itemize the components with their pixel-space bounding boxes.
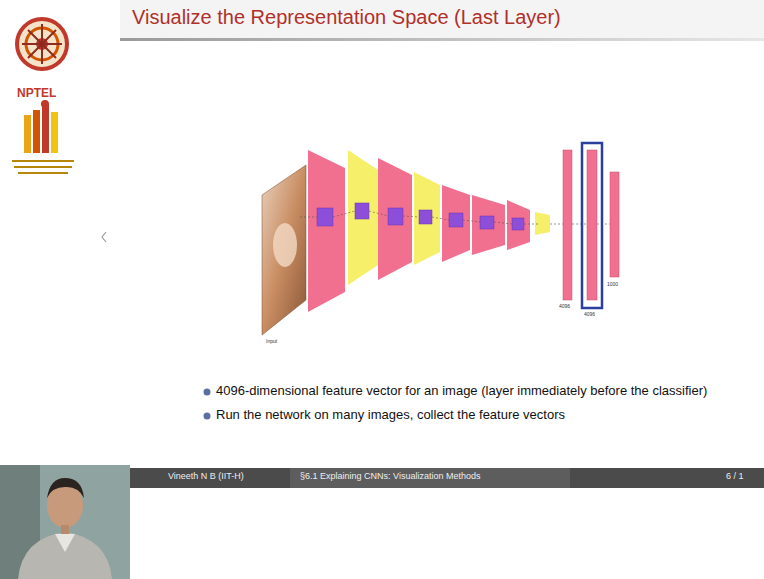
slide-title: Visualize the Representation Space (Last… <box>132 6 561 29</box>
layer-caption: 4096 <box>584 311 595 317</box>
iith-logo <box>12 100 74 174</box>
footer-section: §6.1 Explaining CNNs: Visualization Meth… <box>300 471 480 482</box>
layer-caption: 4096 <box>559 303 570 309</box>
presenter-webcam <box>0 465 130 579</box>
logo-caption: NPTEL <box>17 86 56 100</box>
bullet-text: 4096-dimensional feature vector for an i… <box>216 383 707 399</box>
bullet-dot <box>204 389 211 396</box>
bullet-text: Run the network on many images, collect … <box>216 407 565 423</box>
nav-arrow <box>102 232 106 242</box>
cnn-illustration <box>262 143 619 335</box>
bullet-dot <box>204 413 211 420</box>
footer-page: 6 / 1 <box>726 471 744 482</box>
nptel-logo <box>17 19 67 69</box>
footer-band-middle <box>290 468 570 488</box>
header-rule <box>120 38 764 41</box>
layer-caption: Input <box>266 338 277 344</box>
footer-author: Vineeth N B (IIT-H) <box>168 471 244 482</box>
layer-caption: 1000 <box>607 281 618 287</box>
header-band <box>120 0 764 38</box>
